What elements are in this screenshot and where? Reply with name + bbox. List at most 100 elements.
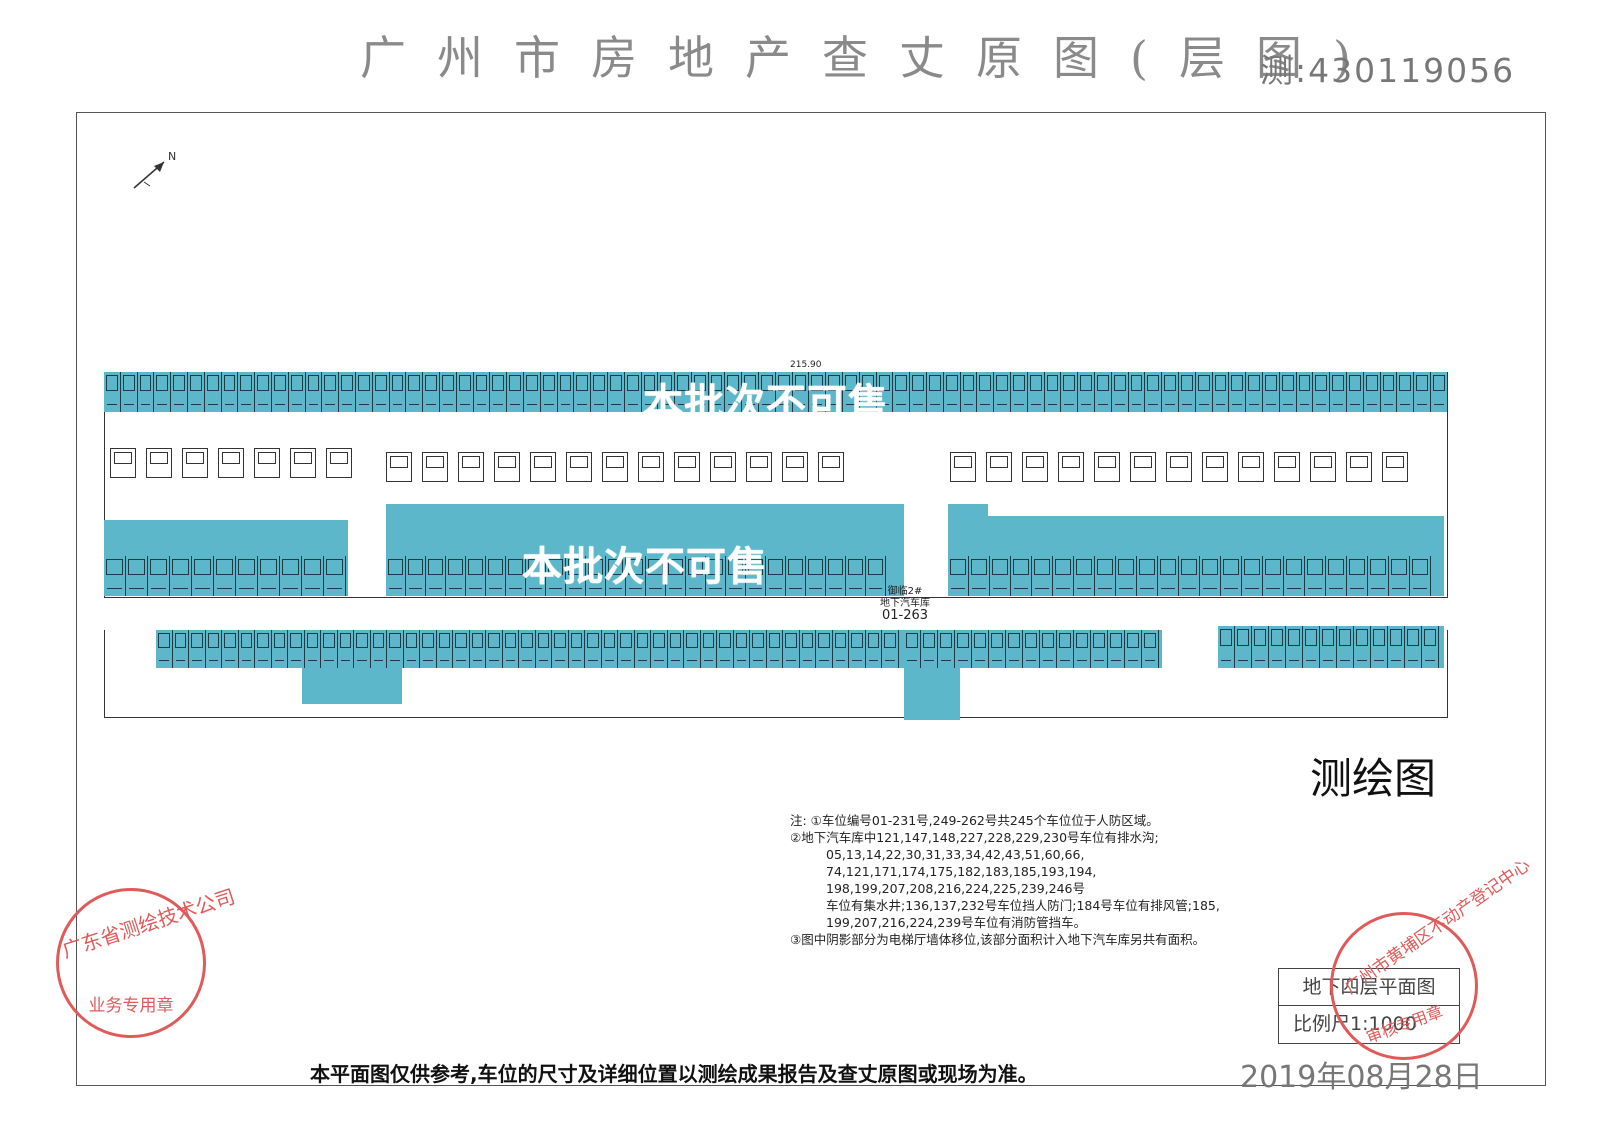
parking-stall: [1074, 630, 1091, 668]
parking-stall: [1229, 372, 1247, 412]
note-line: ②地下汽车库中121,147,148,227,228,229,230号车位有排水…: [790, 830, 1159, 845]
parking-stall: [437, 630, 453, 668]
parking-lot: [530, 452, 556, 482]
parking-stall: [866, 630, 882, 668]
parking-stall: [591, 372, 608, 412]
parking-stall: [969, 556, 990, 596]
parking-stall: [675, 372, 692, 412]
parking-stall: [1381, 372, 1398, 412]
parking-stall: [809, 372, 827, 412]
parking-stall: [255, 372, 272, 412]
parking-stall: [816, 630, 833, 668]
parking-stall: [1388, 626, 1405, 668]
parking-stall: [877, 372, 894, 412]
parking-stall: [1129, 372, 1146, 412]
parking-stall: [1125, 630, 1142, 668]
parking-stall: [258, 556, 280, 596]
parking-stall: [406, 556, 426, 596]
parking-stall: [541, 372, 558, 412]
parking-lot: [422, 452, 448, 482]
note-line: 车位有集水井;136,137,232号车位挡人防门;184号车位有排风管;185…: [826, 898, 1220, 913]
parking-stall: [423, 372, 440, 412]
note-line: ③图中阴影部分为电梯厅墙体移位,该部分面积计入地下汽车库另共有面积。: [790, 932, 1206, 947]
parking-stall: [506, 556, 526, 596]
parking-stall: [846, 556, 866, 596]
parking-stall: [121, 372, 138, 412]
parking-stall: [606, 556, 626, 596]
parking-stall: [1354, 626, 1371, 668]
parking-stall: [686, 556, 706, 596]
note-line: 注: ①车位编号01-231号,249-262号共245个车位位于人防区域。: [790, 813, 1159, 828]
parking-stall: [470, 630, 486, 668]
parking-stall: [608, 372, 625, 412]
note-line: 74,121,171,174,175,182,183,185,193,194,: [826, 864, 1097, 879]
parking-stall: [725, 372, 743, 412]
parking-lot: [1238, 452, 1264, 482]
parking-strip-top: [104, 372, 1448, 412]
parking-stall: [826, 556, 846, 596]
parking-stall: [1397, 372, 1415, 412]
parking-stall: [585, 630, 602, 668]
parking-stall: [972, 630, 989, 668]
garage-reference-code: 01-263: [881, 608, 929, 623]
parking-lot: [638, 452, 664, 482]
parking-stall: [1213, 372, 1230, 412]
parking-lot: [950, 452, 976, 482]
parking-lot: [1058, 452, 1084, 482]
parking-stall: [994, 372, 1012, 412]
parking-lot: [602, 452, 628, 482]
drawing-frame: [76, 112, 1546, 1086]
parking-stall: [989, 630, 1006, 668]
parking-stall: [635, 630, 651, 668]
parking-stall: [546, 556, 566, 596]
parking-lot: [326, 448, 352, 478]
parking-lot: [1346, 452, 1372, 482]
parking-stall: [171, 372, 188, 412]
parking-lot: [1274, 452, 1300, 482]
parking-stall: [426, 556, 446, 596]
parking-stall: [272, 372, 289, 412]
parking-stall: [524, 372, 541, 412]
parking-stall: [668, 630, 684, 668]
parking-lot: [1202, 452, 1228, 482]
parking-stall: [457, 372, 474, 412]
parking-stall: [1422, 626, 1439, 668]
parking-lot: [1094, 452, 1120, 482]
parking-stall: [750, 630, 767, 668]
parking-stall: [1263, 372, 1280, 412]
parking-stall: [1405, 626, 1422, 668]
company-seal: 广东省测绘技术公司 业务专用章: [56, 884, 238, 1038]
parking-stall: [1091, 630, 1108, 668]
parking-stall: [156, 630, 173, 668]
parking-stall: [138, 372, 155, 412]
parking-stall: [1057, 630, 1074, 668]
parking-stall: [1179, 556, 1200, 596]
parking-stall: [440, 372, 457, 412]
registry-seal: 广州市黄埔区不动产登记中心 审核专用章: [1330, 855, 1534, 1060]
parking-stall: [1145, 372, 1163, 412]
parking-lot: [746, 452, 772, 482]
parking-stall: [586, 556, 606, 596]
garage-reference-line1: 御临2#: [887, 586, 923, 597]
parking-stall: [222, 630, 239, 668]
parking-lot: [1166, 452, 1192, 482]
parking-lot: [566, 452, 592, 482]
parking-stall: [126, 556, 148, 596]
parking-stall: [849, 630, 866, 668]
parking-lot: [218, 448, 244, 478]
document-title: 广州市房地产查丈原图(层图): [360, 31, 1382, 85]
parking-stall: [786, 556, 806, 596]
parking-stall: [519, 630, 536, 668]
parking-stall: [746, 556, 766, 596]
parking-stall: [222, 372, 239, 412]
parking-stall: [338, 630, 354, 668]
footer-disclaimer: 本平面图仅供参考,车位的尺寸及详细位置以测绘成果报告及查丈原图或现场为准。: [310, 1062, 1038, 1086]
parking-stall: [280, 556, 302, 596]
parking-stall: [486, 630, 503, 668]
parking-lot: [182, 448, 208, 478]
north-arrow-icon: N: [133, 150, 176, 189]
parking-row-white-a: [110, 448, 362, 482]
parking-stall: [354, 630, 371, 668]
parking-stall: [977, 372, 995, 412]
parking-stall: [324, 556, 346, 596]
